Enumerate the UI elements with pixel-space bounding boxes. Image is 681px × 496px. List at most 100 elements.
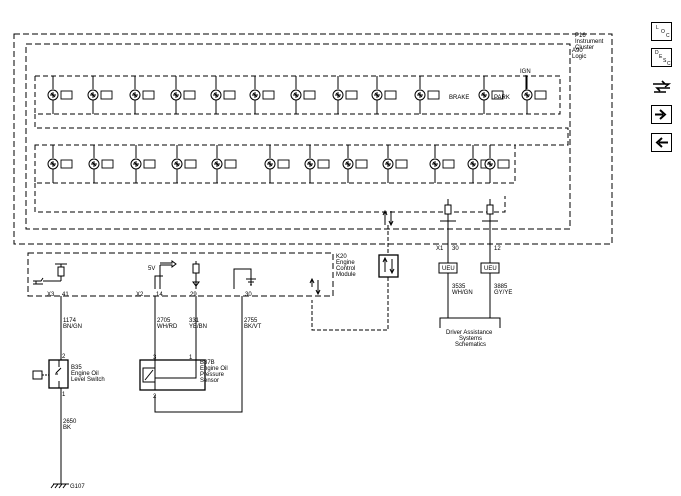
low-reference [233,268,256,289]
wire-2705-color: WH/RD [157,324,178,330]
b37b-sensor-diagonal [144,369,154,381]
indicator-lamp-row2-2 [88,145,114,183]
loc-letter-c: C [666,33,670,39]
voltage-5v: 5V [148,266,155,272]
connector-x1: X1 [436,246,444,252]
indicator-lamp-row2-3 [130,145,156,183]
arrow-left-icon [655,137,668,148]
ecm-line1: Engine [336,260,355,266]
wire-1174-color: BN/GN [63,324,82,330]
pin-41: 41 [62,292,69,298]
indicator-lamp-row1-11 [478,76,504,114]
b35-pin-2: 2 [62,354,66,360]
output-driver-right [482,199,498,263]
indicator-lamp-row1-2 [87,76,113,114]
wire-331-color: YE/BN [189,324,207,330]
wire-2755-circuit: 2755 [244,318,258,324]
indicator-lamp-row2-6 [264,145,290,183]
desc-letter-d: D [655,50,659,56]
park-label: PARK [494,95,510,101]
indicator-lamp-row2-9 [382,145,408,183]
pressure-signal-input [192,261,200,289]
next-button[interactable] [651,105,672,124]
wire-3885-color: GY/YE [494,290,512,296]
b37b-pin-3: 3 [153,355,157,361]
b37b-pin-2: 2 [153,394,157,400]
indicator-lamp-row1-1 [47,76,73,114]
b35-line1: Engine Oil [71,371,99,377]
b37b-id: B37B [200,360,215,366]
ecm-id: K20 [336,254,347,260]
indicator-lamp-row2-10 [429,145,455,183]
serial-data-block-arrows [382,256,395,275]
wire-2705-circuit: 2705 [157,318,171,324]
indicator-lamp-row2-5 [211,145,237,183]
b35-line2: Level Switch [71,377,105,383]
driver-assist-line2: Systems [459,336,482,342]
indicator-row-2-frame [34,144,516,184]
brake-label: BRAKE [449,95,469,101]
b35-switch-symbol [55,360,62,388]
indicator-lamp-row1-8 [332,76,358,114]
indicator-lamp-row1-4 [170,76,196,114]
connector-x2: X2 [136,292,144,298]
wire-3885-circuit: 3885 [494,284,508,290]
driver-assist-line1: Driver Assistance [446,330,493,336]
instrument-cluster-box [13,33,613,245]
b37b-line1: Engine Oil [200,366,228,372]
logic-bus [34,183,506,213]
ecm-line2: Control [336,266,355,272]
loc-letter-o: O [661,29,665,35]
indicator-lamp-row1-3 [129,76,155,114]
indicator-lamp-row2-4 [171,145,197,183]
indicator-lamp-row1-7 [290,76,316,114]
cluster-name-line1: Instrument [575,39,604,45]
ueu-right-label: UEU [484,266,497,272]
output-driver-left [440,199,456,263]
connector-x3: X3 [47,292,55,298]
serial-data-link [311,277,389,331]
driver-assist-bracket [439,317,501,328]
pin-29: 29 [190,292,197,298]
indicator-lamp-row1-12 [521,76,547,114]
indicator-lamp-row2-12 [484,145,510,183]
desc-button[interactable]: D E S C [651,48,672,67]
wire-3535-circuit: 3535 [452,284,466,290]
loc-letter-l: L [656,25,659,31]
oil-level-input [33,263,67,285]
desc-letter-c: C [667,61,671,67]
serial-data-arrows-cluster [382,209,394,227]
logic-box [25,43,571,230]
ign-label: IGN [520,69,531,75]
ground-id: G107 [70,484,85,490]
cluster-name-line2: Cluster [575,45,594,51]
b37b-sensor-body [139,359,206,391]
ground-symbol [50,480,69,489]
pin-30-ecm: 30 [245,292,252,298]
indicator-row-1 [47,76,547,114]
loc-button[interactable]: L O C [651,22,672,41]
ueu-left-label: UEU [442,266,455,272]
indicator-lamp-row1-9 [371,76,397,114]
b35-oil-icon [32,370,43,380]
serial-data-block [378,254,399,278]
wire-331-circuit: 331 [189,318,200,324]
previous-button[interactable] [651,133,672,152]
wire-3535-color: WH/GN [452,290,473,296]
wire-1174-circuit: 1174 [63,318,77,324]
b35-id: B35 [71,365,82,371]
indicator-lamp-row1-6 [249,76,275,114]
b37b-internal-wiring [154,360,197,390]
b35-pin-1: 1 [62,392,66,398]
indicator-lamp-row2-1 [47,145,73,183]
cluster-id: P16 [575,33,586,39]
pin-14: 14 [156,292,163,298]
connector-view-button[interactable] [651,78,672,98]
b37b-pin-1: 1 [189,355,193,361]
b37b-line3: Sensor [200,378,219,384]
wire-2650-circuit: 2650 [63,419,77,425]
wire-2755 [154,296,243,413]
logic-id: A90 [572,48,583,54]
logic-label: Logic [572,54,586,60]
